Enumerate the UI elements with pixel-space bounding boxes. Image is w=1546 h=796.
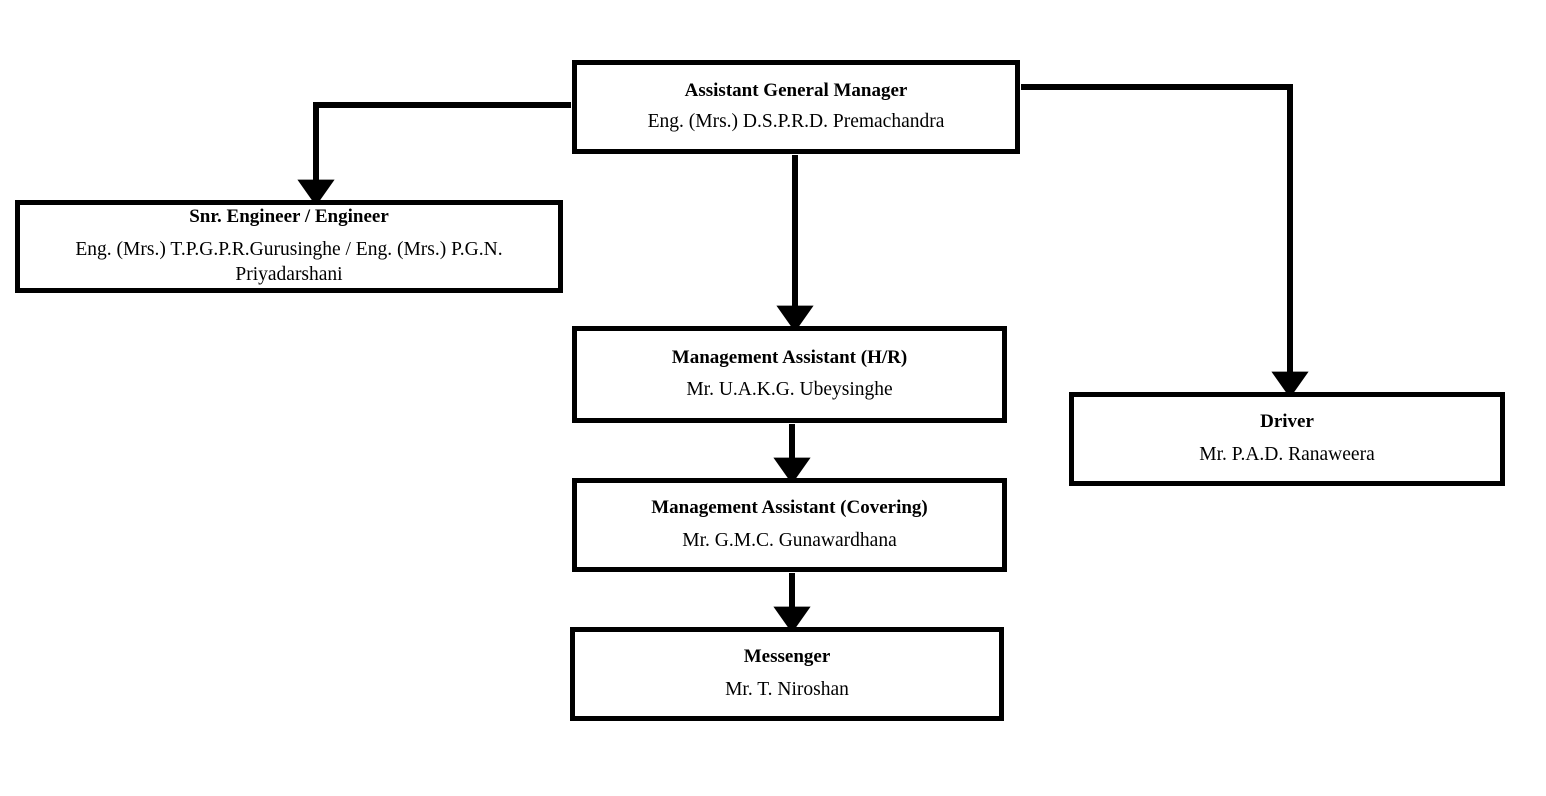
node-snr-engineer[interactable]: Snr. Engineer / Engineer Eng. (Mrs.) T.P… — [15, 200, 563, 293]
connector-agm-to-driver — [1021, 84, 1309, 399]
node-person-name: Mr. P.A.D. Ranaweera — [1199, 443, 1375, 465]
node-title: Messenger — [743, 646, 831, 668]
node-title: Management Assistant (H/R) — [671, 346, 908, 368]
node-driver[interactable]: Driver Mr. P.A.D. Ranaweera — [1069, 392, 1505, 486]
node-person-name: Eng. (Mrs.) T.P.G.P.R.Gurusinghe / Eng. … — [75, 238, 503, 285]
node-title: Driver — [1260, 411, 1314, 433]
node-messenger[interactable]: Messenger Mr. T. Niroshan — [570, 627, 1004, 721]
node-person-name: Mr. G.M.C. Gunawardhana — [682, 529, 897, 551]
node-title: Assistant General Manager — [684, 80, 908, 102]
node-management-assistant-covering[interactable]: Management Assistant (Covering) Mr. G.M.… — [572, 478, 1007, 572]
node-title: Management Assistant (Covering) — [651, 497, 928, 519]
node-person-name: Mr. U.A.K.G. Ubeysinghe — [686, 379, 893, 401]
node-title: Snr. Engineer / Engineer — [189, 206, 389, 228]
node-assistant-general-manager[interactable]: Assistant General Manager Eng. (Mrs.) D.… — [572, 60, 1020, 154]
node-person-name: Eng. (Mrs.) D.S.P.R.D. Premachandra — [647, 110, 945, 132]
node-management-assistant-hr[interactable]: Management Assistant (H/R) Mr. U.A.K.G. … — [572, 326, 1007, 423]
connector-agm-to-engineer — [297, 102, 571, 207]
node-person-name: Mr. T. Niroshan — [725, 678, 849, 700]
